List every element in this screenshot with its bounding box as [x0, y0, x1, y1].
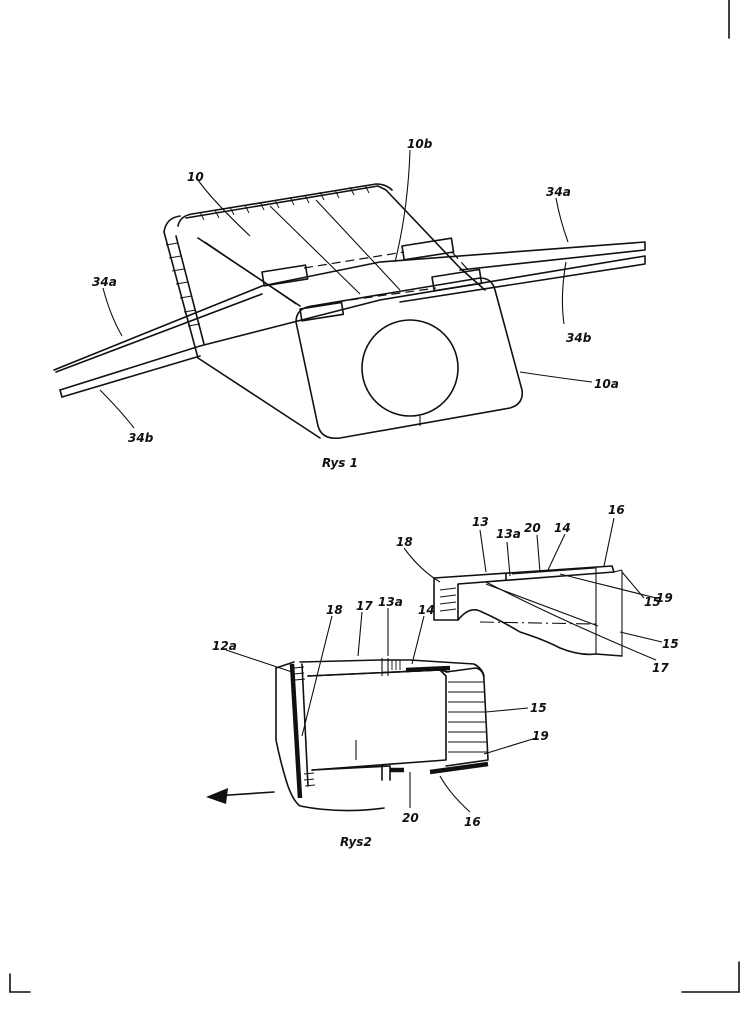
label-16-top: 16 [608, 503, 625, 517]
label-15-c: 15 [530, 701, 547, 715]
direction-arrow [206, 788, 228, 804]
label-15-a: 15 [644, 595, 661, 609]
figure-2-detail: 13 13a 20 14 16 18 15 19 15 17 [396, 503, 679, 675]
caption-figure-1: Rys 1 [322, 456, 358, 470]
left-wall-hatching [165, 242, 201, 327]
label-13: 13 [472, 515, 489, 529]
strip-34 [53, 241, 646, 398]
label-17-top: 17 [652, 661, 669, 675]
label-19-bottom: 19 [532, 729, 549, 743]
detail-hatching [439, 587, 457, 612]
label-16-bottom: 16 [464, 815, 481, 829]
label-13a-top: 13a [496, 527, 521, 541]
block-15-hatching [448, 681, 488, 753]
corner-marks [9, 0, 740, 993]
caption-figure-2: Rys2 [340, 835, 372, 849]
box-10 [163, 183, 524, 440]
label-34a-right: 34a [546, 185, 571, 199]
label-19-top: 19 [656, 591, 673, 605]
label-34a-left: 34a [92, 275, 117, 289]
label-34b-left: 34b [128, 431, 154, 445]
leaders-fig1 [99, 149, 593, 429]
wall-hatching-left [293, 666, 316, 787]
figure-1: 10 10b 34a 34a 34b 34b 10a Rys 1 [53, 137, 646, 470]
label-10a: 10a [594, 377, 619, 391]
label-17-bottom: 17 [356, 599, 373, 613]
label-34b-right: 34b [566, 331, 592, 345]
circular-opening [361, 319, 459, 417]
label-20-top: 20 [524, 521, 541, 535]
label-14-bottom: 14 [418, 603, 435, 617]
label-18-bottom: 18 [326, 603, 343, 617]
label-18-top: 18 [396, 535, 413, 549]
top-hatching [391, 660, 401, 670]
label-10b: 10b [407, 137, 433, 151]
label-13a-bottom: 13a [378, 595, 403, 609]
label-14-top: 14 [554, 521, 571, 535]
top-wall-hatching [199, 184, 370, 221]
label-12a: 12a [212, 639, 237, 653]
figure-2-assembly: 12a 18 17 13a 14 15 19 20 16 Rys2 [206, 595, 549, 849]
label-10: 10 [187, 170, 204, 184]
label-15-b: 15 [662, 637, 679, 651]
label-20-bottom: 20 [402, 811, 419, 825]
